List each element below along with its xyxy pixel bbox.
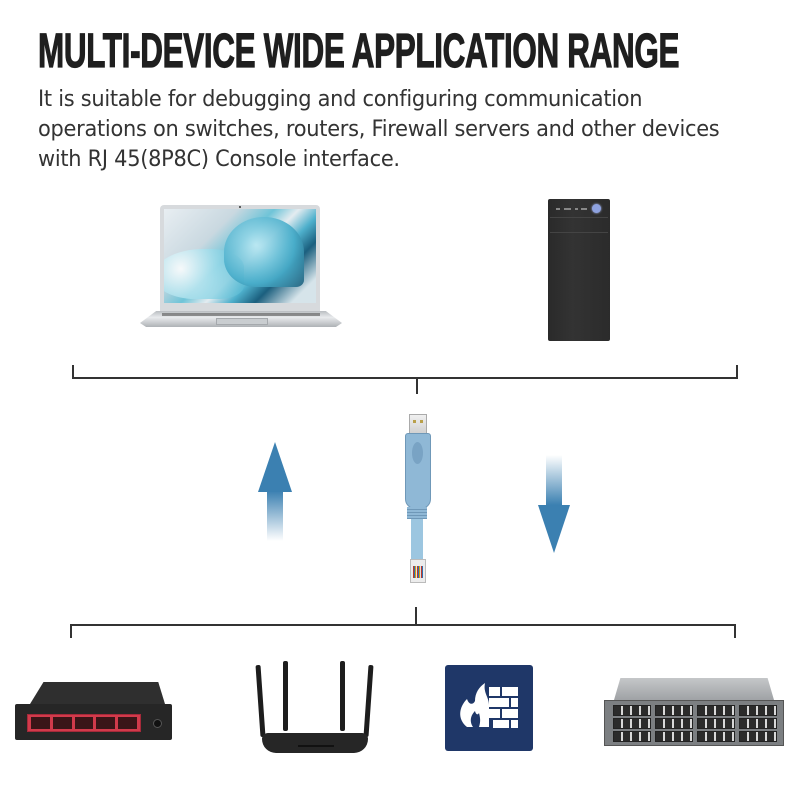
connector-line-bottom bbox=[70, 624, 736, 626]
network-switch-icon bbox=[15, 682, 172, 742]
laptop-icon bbox=[136, 205, 346, 335]
desktop-tower-icon bbox=[548, 199, 610, 341]
connector-line-top bbox=[72, 377, 738, 379]
connector-tick-bottom-left bbox=[70, 625, 72, 638]
connector-stem-bottom bbox=[415, 607, 417, 625]
description-line-3: with RJ 45(8P8C) Console interface. bbox=[38, 146, 400, 172]
page-title: MULTI-DEVICE WIDE APPLICATION RANGE bbox=[38, 25, 680, 78]
console-cable-icon bbox=[400, 410, 434, 590]
firewall-icon bbox=[445, 665, 533, 751]
description: It is suitable for debugging and configu… bbox=[38, 84, 778, 174]
wifi-router-icon bbox=[250, 655, 380, 755]
arrow-up-shaft bbox=[267, 491, 283, 541]
power-button-icon bbox=[592, 204, 601, 213]
rack-server-icon bbox=[604, 678, 784, 750]
connector-stem-top bbox=[416, 378, 418, 394]
description-line-1: It is suitable for debugging and configu… bbox=[38, 86, 643, 112]
description-line-2: operations on switches, routers, Firewal… bbox=[38, 116, 720, 142]
connector-tick-bottom-right bbox=[734, 625, 736, 638]
arrow-up-icon bbox=[258, 442, 292, 492]
connector-tick-top-left bbox=[72, 365, 74, 378]
arrow-down-icon bbox=[538, 505, 570, 553]
arrow-down-shaft bbox=[546, 455, 562, 505]
connector-tick-top-right bbox=[736, 365, 738, 378]
